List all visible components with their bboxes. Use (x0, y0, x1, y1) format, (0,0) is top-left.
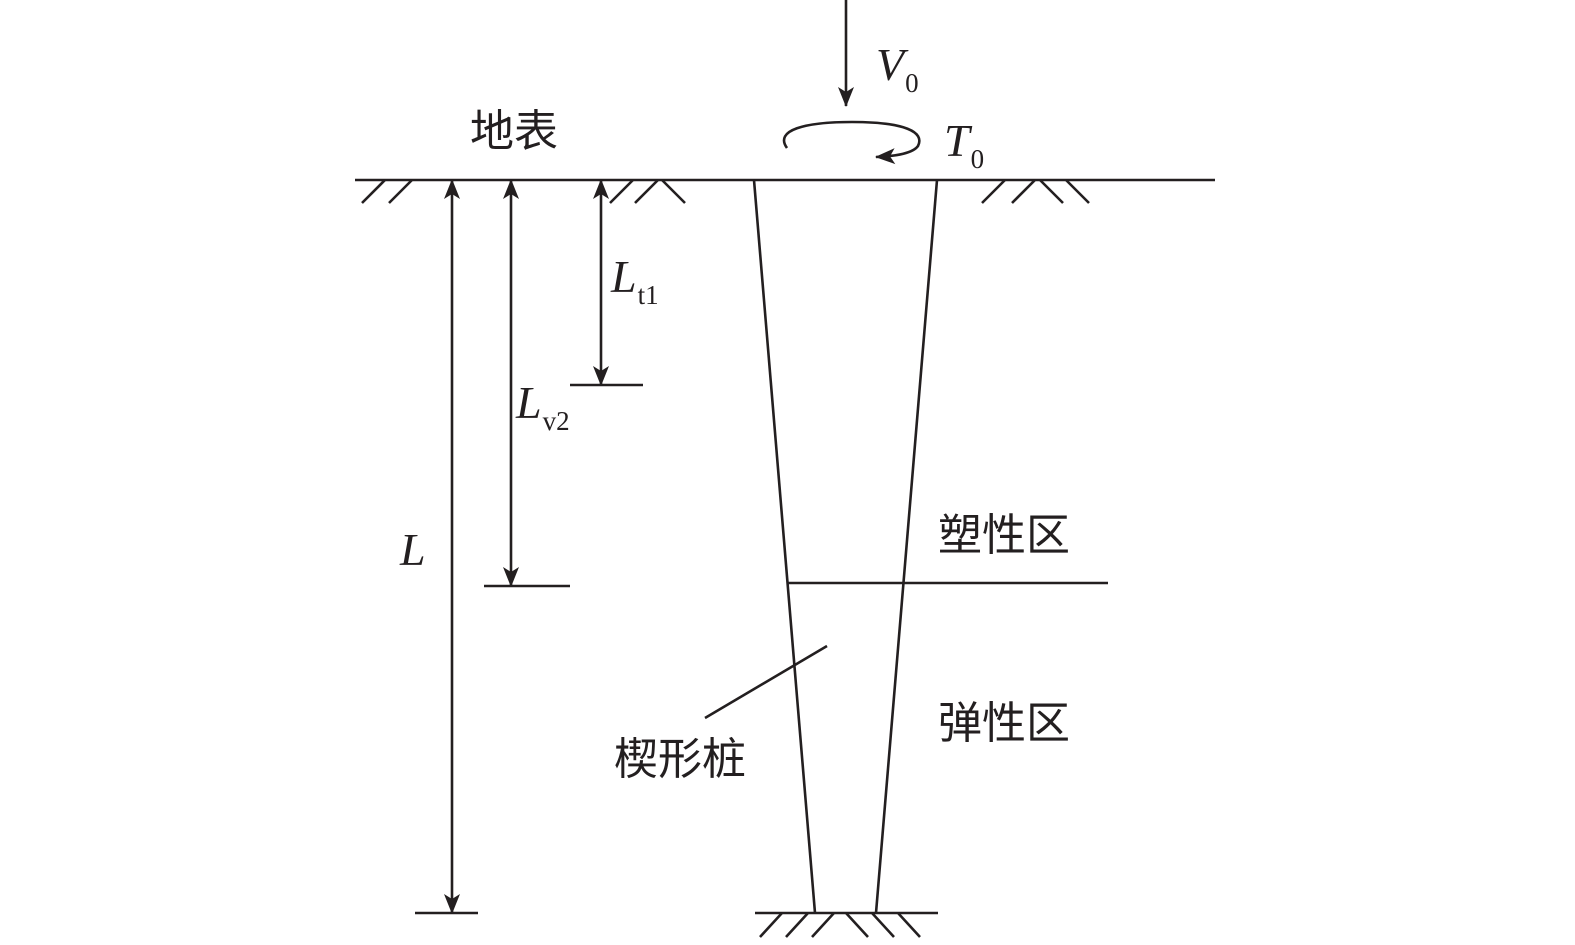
pile-length-symbol: L (400, 524, 426, 575)
ground-hatching-right (981, 179, 1090, 204)
wedge-pile (752, 179, 939, 914)
pile-left-edge (752, 179, 817, 914)
vertical-load-symbol: V0 (876, 39, 919, 98)
wedge-pile-label: 楔形桩 (614, 734, 746, 785)
torque-arrow (782, 120, 921, 165)
torsion-depth-symbol: Lt1 (611, 251, 659, 310)
torque-symbol: T0 (944, 115, 985, 174)
ground-hatching-left (361, 179, 686, 204)
vertical-depth-symbol: Lv2 (516, 377, 570, 436)
plastic-zone-label: 塑性区 (938, 510, 1070, 561)
elastic-zone-label: 弹性区 (938, 698, 1070, 749)
pile-right-edge (874, 179, 939, 914)
ground-surface-label: 地表 (470, 106, 558, 157)
pile-leader-line (704, 644, 828, 720)
base-hatching (759, 912, 921, 938)
